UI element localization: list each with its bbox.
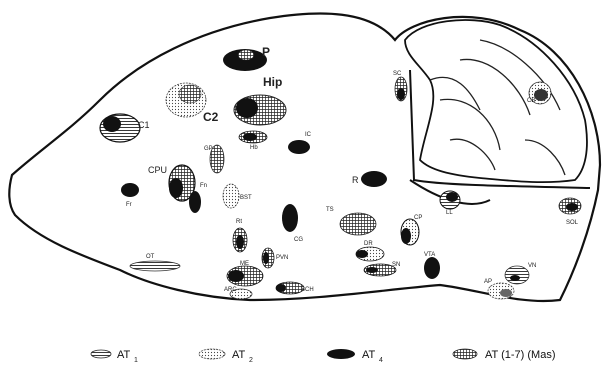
svg-text:1: 1 <box>134 357 138 364</box>
brainstem-line <box>410 70 590 204</box>
label-pvn: PVN <box>276 255 288 261</box>
brain-outline <box>9 13 600 301</box>
label-vn: VN <box>528 263 536 269</box>
legend-item-at1: AT 1 <box>91 349 138 364</box>
label-hip: Hip <box>263 75 282 89</box>
label-dr: DR <box>364 241 373 247</box>
legend: AT 1 AT 2 AT 4 AT (1-7) (Mas) <box>91 349 556 364</box>
label-me: ME <box>240 261 249 267</box>
label-arc: ARC <box>224 287 237 293</box>
label-c2: C2 <box>203 110 219 124</box>
label-r: R <box>352 175 359 185</box>
svg-text:2: 2 <box>249 357 253 364</box>
region-vn <box>505 266 529 284</box>
label-sc: SC <box>393 71 402 77</box>
svg-text:4: 4 <box>379 357 383 364</box>
label-cp: CP <box>414 215 422 221</box>
cerebellum-folia <box>430 40 565 175</box>
region-fr <box>121 183 139 197</box>
legend-label-at2: AT <box>232 349 246 361</box>
region-cg <box>282 204 298 232</box>
label-cpu: CPU <box>148 165 167 175</box>
label-ap: AP <box>484 279 492 285</box>
legend-label-at1: AT <box>117 349 131 361</box>
label-fr: Fr <box>126 202 132 208</box>
region-bst <box>223 184 239 208</box>
label-hb: Hb <box>250 145 258 151</box>
label-c1: C1 <box>138 120 150 130</box>
label-sn: SN <box>392 262 400 268</box>
label-cg: CG <box>294 237 303 243</box>
label-ll: LL <box>446 210 453 216</box>
region-ic <box>288 140 310 154</box>
legend-item-at4: AT 4 <box>327 349 383 364</box>
label-sch: SCH <box>301 287 314 293</box>
label-bst: BST <box>240 195 252 201</box>
region-fn <box>189 191 201 213</box>
legend-label-at17: AT (1-7) (Mas) <box>485 349 556 361</box>
region-vta <box>424 257 440 279</box>
legend-item-at17: AT (1-7) (Mas) <box>453 349 556 361</box>
label-vta: VTA <box>424 252 435 258</box>
label-gp: GP <box>204 146 213 152</box>
region-ts <box>340 213 376 235</box>
label-rt: Rt <box>236 219 242 225</box>
region-r <box>361 171 387 187</box>
label-cb: CB <box>527 98 535 104</box>
label-p: P <box>262 45 270 59</box>
region-ot <box>130 261 180 271</box>
label-fn: Fn <box>200 183 207 189</box>
legend-label-at4: AT <box>362 349 376 361</box>
label-sol: SOL <box>566 220 579 226</box>
label-ic: IC <box>305 132 312 138</box>
legend-item-at2: AT 2 <box>199 349 253 364</box>
label-ts: TS <box>326 207 334 213</box>
label-ot: OT <box>146 254 155 260</box>
